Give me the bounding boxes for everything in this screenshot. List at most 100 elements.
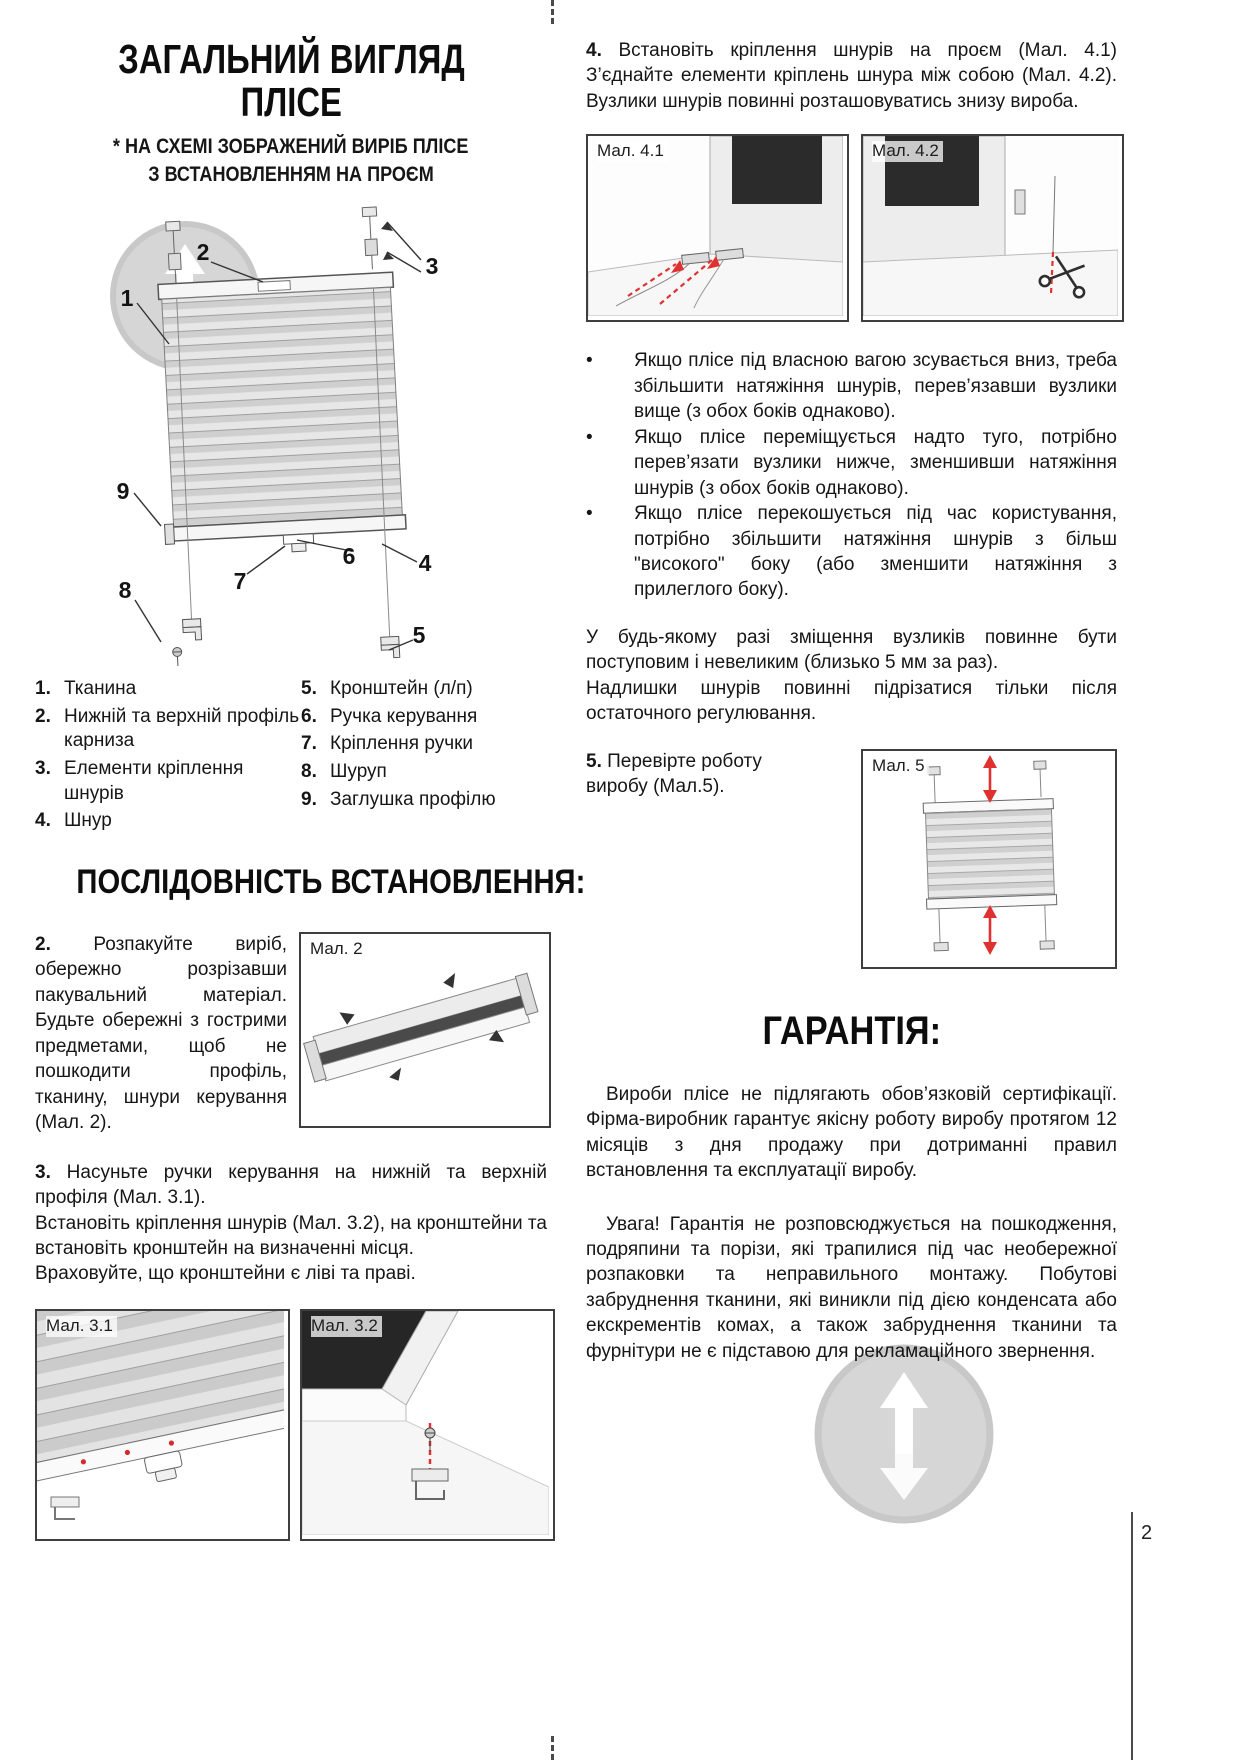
figure-3-2: Мал. 3.2 (300, 1308, 555, 1541)
figure-3-1: Мал. 3.1 (35, 1308, 290, 1541)
step-2-text: 2. Розпакуйте виріб, обережно розрізавши… (35, 932, 287, 1136)
legend-num: 6. (301, 705, 317, 727)
callout-2: 2 (197, 239, 210, 265)
page-title-line2: ПЛІСЕ (240, 78, 342, 125)
warranty-title-text: ГАРАНТІЯ: (762, 1008, 941, 1053)
legend-num: 5. (301, 677, 317, 699)
step-5-body: Перевірте роботу виробу (Мал.5). (586, 750, 762, 798)
legend-text: Кронштейн (л/п) (330, 677, 473, 699)
legend-num: 4. (35, 810, 51, 832)
figure-4-2-drawing (863, 136, 1118, 317)
legend-text: Заглушка профілю (330, 788, 496, 810)
step-4-text: 4. Встановіть кріплення шнурів на проєм … (586, 38, 1117, 114)
figure-2-drawing (303, 972, 539, 1083)
figures-3-row: Мал. 3.1 (35, 1308, 555, 1541)
figure-3-1-drawing (37, 1310, 284, 1520)
callout-3: 3 (426, 253, 439, 279)
bullet-item-3: Якщо плісе перекошується під час користу… (586, 501, 1117, 603)
bullet-dot (586, 425, 634, 501)
legend-num: 7. (301, 733, 317, 755)
center-fold-mark-top (551, 0, 554, 24)
callout-1: 1 (121, 285, 134, 311)
legend-item-9: 9.Заглушка профілю (301, 788, 547, 813)
step-5-number: 5. (586, 750, 602, 772)
parts-legend: 1. Тканина 2.Нижній та верхній профіль ка… (35, 677, 547, 837)
callout-leader-lines (133, 221, 422, 651)
figure-5: Мал. 5 (861, 748, 1117, 969)
figure-4-1-label: Мал. 4.1 (597, 141, 668, 163)
step-3-body-3: Враховуйте, що кронштейни є ліві та прав… (35, 1263, 416, 1285)
page-subtitle: * НА СХЕМІ ЗОБРАЖЕНИЙ ВИРІБ ПЛІСЕ З ВСТА… (35, 133, 547, 188)
page-number-rule (1131, 1512, 1133, 1760)
legend-item-1: 1. Тканина (35, 677, 301, 702)
step-3-text-2: Встановіть кріплення шнурів (Мал. 3.2), … (35, 1211, 547, 1262)
step-4-number: 4. (586, 40, 602, 61)
figure-3-2-label: Мал. 3.2 (311, 1315, 382, 1337)
step-3-text-3: Враховуйте, що кронштейни є ліві та прав… (35, 1261, 547, 1286)
page-title: ЗАГАЛЬНИЙ ВИГЛЯД ПЛІСЕ (35, 38, 547, 123)
figure-4-1-drawing (588, 136, 843, 317)
legend-text: Тканина (64, 677, 137, 699)
bullet-item-2: Якщо плісе переміщується надто туго, пот… (586, 425, 1117, 501)
step-4-body: Встановіть кріплення шнурів на проєм (Ма… (586, 40, 1117, 112)
figure-2-label: Мал. 2 (310, 938, 367, 960)
page-subtitle-line2: З ВСТАНОВЛЕННЯМ НА ПРОЄМ (148, 162, 434, 186)
figures-4-row: Мал. 4.1 (586, 134, 1124, 323)
bullet-text-2: Якщо плісе переміщується надто туго, пот… (634, 426, 1117, 499)
adjustment-tips-list: Якщо плісе під власною вагою зсувається … (586, 348, 1117, 603)
figure-4-2-label: Мал. 4.2 (872, 141, 943, 163)
bullet-text-3: Якщо плісе перекошується під час користу… (634, 503, 1117, 601)
bullet-dot (586, 501, 634, 603)
step-3-block: 3. Насуньте ручки керування на нижній та… (35, 1160, 547, 1287)
legend-text: Шуруп (330, 760, 387, 782)
callout-5: 5 (413, 622, 426, 648)
legend-text: Ручка керування (330, 705, 478, 727)
step-5-block: 5. Перевірте роботу виробу (Мал.5). Мал.… (586, 748, 1117, 969)
warranty-section-title: ГАРАНТІЯ: (586, 1009, 1117, 1054)
callout-7: 7 (234, 568, 247, 594)
figure-5-label: Мал. 5 (872, 755, 929, 777)
center-fold-mark-bottom (551, 1736, 554, 1760)
figure-4-2: Мал. 4.2 (861, 134, 1124, 323)
figure-5-drawing (922, 754, 1058, 955)
bullet-dot (586, 348, 634, 424)
note-line-2: Надлишки шнурів повинні підрізатися тіль… (586, 677, 1117, 725)
page-number: 2 (1141, 1522, 1153, 1544)
right-column: 4. Встановіть кріплення шнурів на проєм … (586, 38, 1124, 1364)
callout-8: 8 (119, 577, 132, 603)
step-3-number: 3. (35, 1161, 51, 1183)
legend-num: 1. (35, 677, 51, 699)
bullet-item-1: Якщо плісе під власною вагою зсувається … (586, 348, 1117, 424)
legend-item-2: 2.Нижній та верхній профіль карниза (35, 705, 301, 754)
step-2-number: 2. (35, 933, 51, 955)
page-title-line1: ЗАГАЛЬНИЙ ВИГЛЯД (117, 36, 465, 82)
figure-3-2-drawing (302, 1310, 549, 1535)
step-2-body: Розпакуйте виріб, обережно розрізавши па… (35, 933, 287, 1134)
legend-text: Кріплення ручки (330, 733, 474, 755)
adjustment-note: У будь-якому разі зміщення вузликів пови… (586, 625, 1117, 727)
note-line-1: У будь-якому разі зміщення вузликів пови… (586, 626, 1117, 674)
legend-text: Шнур (64, 810, 112, 832)
legend-item-6: 6. Ручка керування (301, 705, 547, 730)
pleated-blind-assembly (157, 206, 407, 666)
leader-arrowheads (381, 221, 394, 260)
product-overview-diagram: 1 2 3 4 5 6 7 8 9 (35, 196, 547, 671)
legend-num: 3. (35, 757, 51, 779)
legend-num: 8. (301, 760, 317, 782)
legend-text: Елементи кріплення шнурів (64, 757, 244, 804)
legend-item-8: 8. Шуруп (301, 760, 547, 785)
legend-item-4: 4. Шнур (35, 809, 301, 834)
step-5-text: 5. Перевірте роботу виробу (Мал.5). (586, 749, 826, 969)
install-section-title-text: ПОСЛІДОВНІСТЬ ВСТАНОВЛЕННЯ: (76, 862, 586, 901)
bullet-text-1: Якщо плісе під власною вагою зсувається … (634, 350, 1117, 423)
callout-6: 6 (343, 543, 356, 569)
step-3-body-1: Насуньте ручки керування на нижній та ве… (35, 1161, 548, 1209)
warranty-paragraph-1: Вироби плісе не підлягають обов’язковій … (586, 1083, 1117, 1182)
figure-2: Мал. 2 (299, 931, 551, 1128)
callout-9: 9 (117, 478, 130, 504)
legend-num: 2. (35, 705, 51, 727)
step-3-text-1: 3. Насуньте ручки керування на нижній та… (35, 1160, 547, 1211)
step-3-body-2: Встановіть кріплення шнурів (Мал. 3.2), … (35, 1212, 547, 1259)
page-subtitle-line1: * НА СХЕМІ ЗОБРАЖЕНИЙ ВИРІБ ПЛІСЕ (113, 135, 469, 159)
